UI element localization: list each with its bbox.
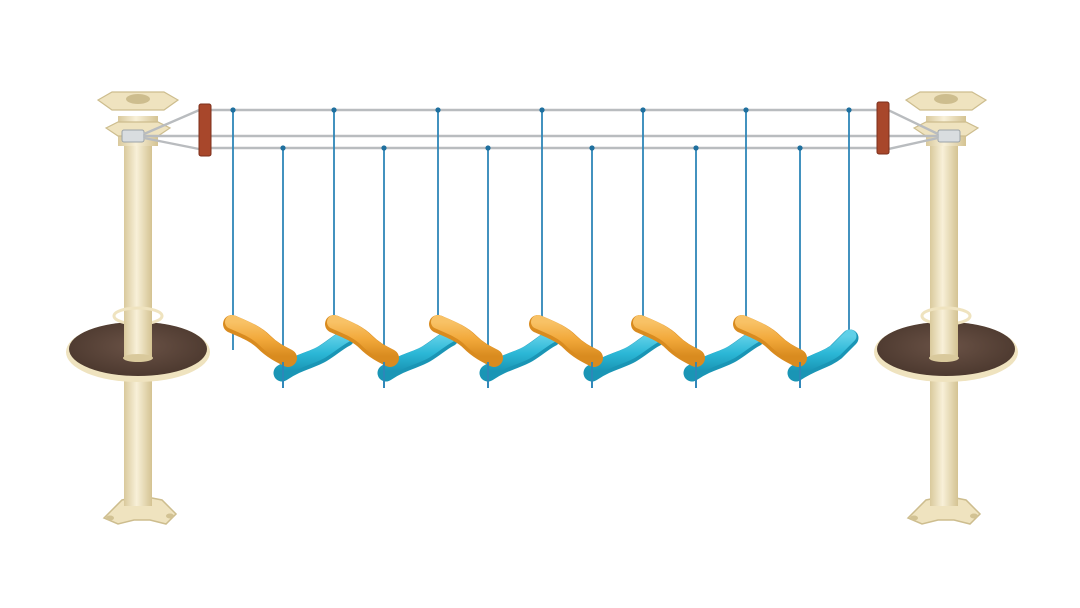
right-post-foot-bolt — [910, 515, 918, 521]
blue-beam — [479, 329, 561, 382]
right-post-through-platform — [930, 316, 958, 358]
left-post-top-hole — [126, 94, 150, 104]
right-post-collar — [929, 354, 959, 362]
rope-knot — [539, 107, 545, 113]
rope-knot — [589, 145, 595, 151]
left-post-through-platform — [124, 316, 152, 358]
orange-beam — [325, 315, 399, 367]
rope-knot — [743, 107, 749, 113]
rope-knots — [230, 107, 852, 151]
blue-beam — [273, 329, 355, 382]
left-cable-bracket — [121, 129, 145, 143]
rope-knot — [485, 145, 491, 151]
right-anchor-block — [876, 101, 890, 155]
left-post-foot-bolt — [166, 513, 174, 519]
rope-knot — [435, 107, 441, 113]
rope-knot — [280, 145, 286, 151]
steel-cables — [143, 106, 939, 152]
blue-beam — [683, 329, 765, 382]
rope-knot — [640, 107, 646, 113]
rope-knot — [846, 107, 852, 113]
orange-beam — [529, 315, 603, 367]
rope-knot — [381, 145, 387, 151]
blue-beam — [377, 329, 459, 382]
right-post-lower-column — [930, 372, 958, 506]
orange-beam — [429, 315, 503, 367]
left-post-collar — [123, 354, 153, 362]
orange-beam — [223, 315, 297, 367]
left-anchor-block — [198, 103, 212, 157]
rope-knot — [331, 107, 337, 113]
right-post-top-hole — [934, 94, 958, 104]
orange-beams — [223, 315, 807, 367]
right-cable-tie — [883, 106, 939, 136]
right-post-foot-bolt — [970, 513, 978, 519]
left-post-foot-bolt — [106, 515, 114, 521]
orange-beam — [733, 315, 807, 367]
left-cable-tie — [143, 136, 205, 152]
right-cable-bracket — [937, 129, 961, 143]
left-post — [66, 91, 210, 525]
left-cable-tie — [143, 106, 205, 136]
right-post — [874, 91, 1018, 525]
rope-knot — [797, 145, 803, 151]
rope-knot — [693, 145, 699, 151]
blue-beam — [787, 329, 859, 382]
left-post-lower-column — [124, 372, 152, 506]
rope-knot — [230, 107, 236, 113]
blue-beams — [273, 329, 859, 382]
blue-beam — [583, 329, 665, 382]
orange-beam — [631, 315, 705, 367]
right-cable-tie — [883, 136, 939, 152]
front-rope-segments — [282, 362, 801, 388]
